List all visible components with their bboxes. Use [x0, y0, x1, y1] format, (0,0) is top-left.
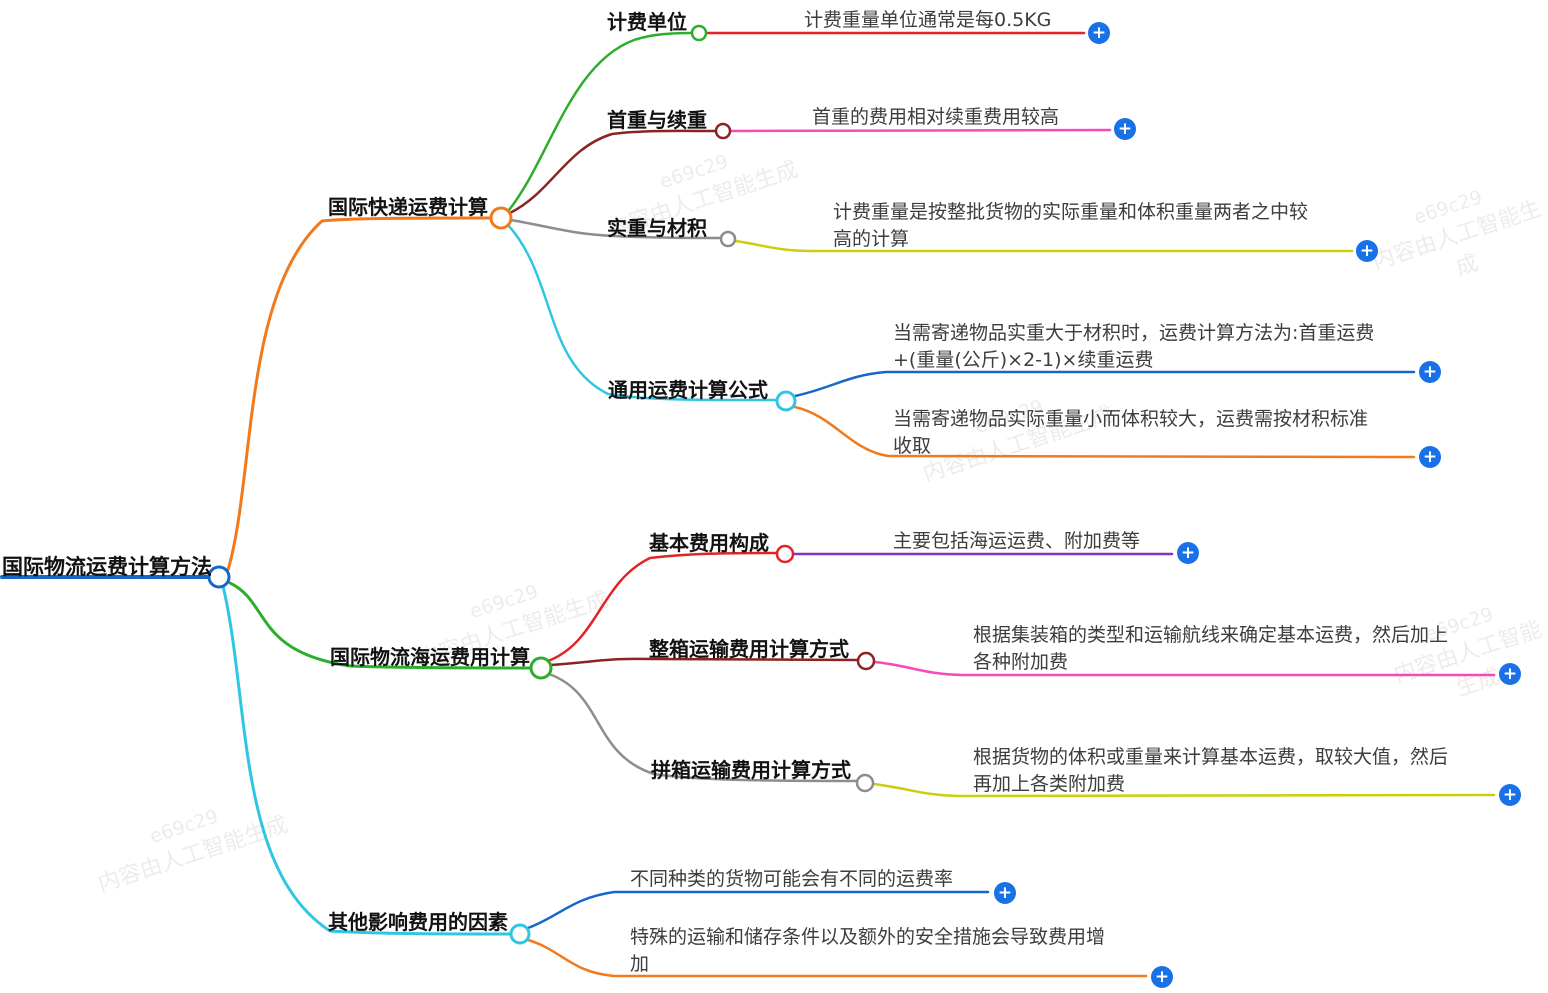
- leaf-first-weight[interactable]: 首重的费用相对续重费用较高: [812, 106, 1060, 128]
- edge-actual-vol-leaf: [734, 239, 1354, 253]
- node-label-express[interactable]: 国际快递运费计算: [328, 195, 488, 219]
- node-circle-basic-cost[interactable]: [775, 544, 795, 564]
- leaf-formula-2[interactable]: 当需寄递物品实际重量小而体积较大，运费需按材积标准收取: [893, 408, 1369, 457]
- edge-formula-leaf2: [793, 405, 1416, 459]
- node-label-actual-vol[interactable]: 实重与材积: [607, 216, 707, 240]
- node-circle-first-weight[interactable]: [714, 122, 732, 140]
- edge-root-express: [226, 216, 493, 572]
- leaf-billing-unit[interactable]: 计费重量单位通常是每0.5KG: [804, 9, 1052, 31]
- node-label-other[interactable]: 其他影响费用的因素: [328, 910, 508, 934]
- add-node-button[interactable]: +: [1419, 361, 1441, 383]
- node-circle-sea[interactable]: [529, 656, 553, 680]
- edge-first-weight-leaf: [729, 128, 1112, 133]
- node-label-formula[interactable]: 通用运费计算公式: [608, 378, 768, 402]
- edge-express-formula: [506, 223, 778, 402]
- node-circle-root[interactable]: [207, 565, 231, 589]
- node-circle-express[interactable]: [489, 206, 513, 230]
- node-circle-formula[interactable]: [775, 390, 797, 412]
- add-node-button[interactable]: +: [1356, 240, 1378, 262]
- add-node-button[interactable]: +: [1088, 22, 1110, 44]
- node-label-first-weight[interactable]: 首重与续重: [607, 108, 707, 132]
- node-label-root[interactable]: 国际物流运费计算方法: [2, 555, 212, 579]
- edge-sea-basic-cost: [546, 551, 778, 663]
- node-circle-billing-unit[interactable]: [690, 24, 708, 42]
- edge-express-actual-vol: [509, 218, 722, 240]
- add-node-button[interactable]: +: [1114, 118, 1136, 140]
- node-circle-lcl[interactable]: [855, 773, 875, 793]
- edge-lcl-leaf: [872, 782, 1496, 798]
- leaf-basic-cost[interactable]: 主要包括海运运费、附加费等: [893, 530, 1141, 552]
- add-node-button[interactable]: +: [1419, 446, 1441, 468]
- node-label-basic-cost[interactable]: 基本费用构成: [649, 531, 769, 555]
- edge-other-leaf2: [526, 938, 1148, 978]
- edge-root-sea: [228, 581, 532, 670]
- node-label-fcl[interactable]: 整箱运输费用计算方式: [649, 637, 849, 661]
- edge-formula-leaf1: [793, 370, 1416, 398]
- edge-fcl-leaf: [873, 660, 1496, 677]
- leaf-formula-1[interactable]: 当需寄递物品实重大于材积时，运费计算方法为:首重运费+(重量(公斤)×2-1)×…: [893, 322, 1375, 371]
- add-node-button[interactable]: +: [1151, 966, 1173, 988]
- edge-express-billing-unit: [507, 31, 693, 212]
- leaf-fcl[interactable]: 根据集装箱的类型和运输航线来确定基本运费，然后加上各种附加费: [973, 624, 1449, 673]
- add-node-button[interactable]: +: [1499, 784, 1521, 806]
- node-label-lcl[interactable]: 拼箱运输费用计算方式: [651, 758, 851, 782]
- node-circle-actual-vol[interactable]: [719, 230, 737, 248]
- leaf-lcl[interactable]: 根据货物的体积或重量来计算基本运费，取较大值，然后再加上各类附加费: [973, 746, 1449, 795]
- node-circle-fcl[interactable]: [856, 651, 876, 671]
- leaf-actual-vol[interactable]: 计费重量是按整批货物的实际重量和体积重量两者之中较高的计算: [833, 201, 1309, 250]
- edge-root-other: [221, 584, 512, 936]
- add-node-button[interactable]: +: [1177, 542, 1199, 564]
- node-label-sea[interactable]: 国际物流海运费用计算: [330, 645, 530, 669]
- edge-express-first-weight: [508, 129, 717, 215]
- add-node-button[interactable]: +: [994, 882, 1016, 904]
- node-circle-other[interactable]: [509, 923, 531, 945]
- leaf-other-1[interactable]: 不同种类的货物可能会有不同的运费率: [630, 868, 954, 890]
- edge-sea-lcl: [547, 672, 859, 783]
- edge-other-leaf1: [526, 890, 990, 930]
- add-node-button[interactable]: +: [1499, 663, 1521, 685]
- leaf-other-2[interactable]: 特殊的运输和储存条件以及额外的安全措施会导致费用增加: [630, 926, 1106, 975]
- edge-sea-fcl: [549, 657, 859, 667]
- node-label-billing-unit[interactable]: 计费单位: [607, 10, 687, 34]
